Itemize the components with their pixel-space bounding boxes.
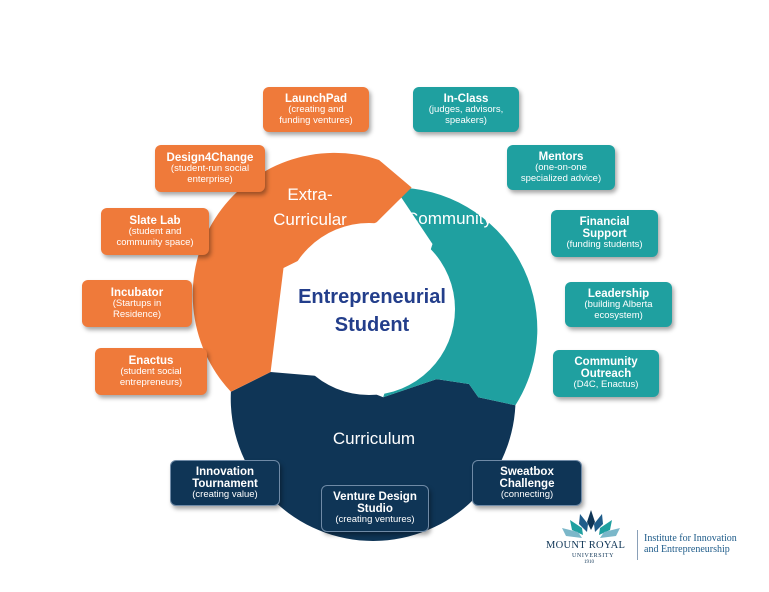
enactus-box: Enactus (student social entrepreneurs)	[95, 348, 207, 395]
extra-curricular-segment	[192, 152, 412, 392]
box-subtitle: (student and community space)	[116, 226, 194, 248]
sweatbox-challenge-box: Sweatbox Challenge (connecting)	[472, 460, 582, 506]
community-outreach-box: Community Outreach (D4C, Enactus)	[553, 350, 659, 397]
mount-royal-logo: MOUNT ROYAL UNIVERSITY 1910 Institute fo…	[544, 508, 759, 568]
box-title: Innovation Tournament	[192, 465, 258, 490]
center-title-line2: Student	[335, 314, 410, 336]
center-circle	[283, 223, 455, 395]
logo-mark-icon	[562, 510, 620, 538]
box-title: Mentors	[538, 151, 584, 163]
in-class-box: In-Class (judges, advisors, speakers)	[413, 87, 519, 132]
logo-sub: UNIVERSITY	[572, 553, 614, 559]
box-title: LaunchPad	[285, 93, 347, 105]
center-title-line1: Entrepreneurial	[298, 286, 446, 308]
box-subtitle: (Startups in Residence)	[112, 298, 162, 320]
mentors-box: Mentors (one-on-one specialized advice)	[507, 145, 615, 190]
logo-divider	[637, 530, 638, 560]
innovation-tournament-box: Innovation Tournament (creating value)	[170, 460, 280, 506]
logo-name: MOUNT ROYAL	[546, 540, 626, 551]
box-title: Sweatbox Challenge	[499, 465, 555, 490]
box-subtitle: (student social entrepreneurs)	[119, 366, 183, 388]
box-subtitle: (creating ventures)	[335, 514, 415, 526]
institute-line1: Institute for Innovation	[644, 533, 737, 544]
ring-label-curriculum: Curriculum	[333, 429, 415, 448]
box-title: Leadership	[587, 288, 650, 300]
financial-support-box: Financial Support (funding students)	[551, 210, 658, 257]
ring-label-extra-curricular-2: Curricular	[273, 210, 347, 229]
box-subtitle: (funding students)	[566, 239, 643, 251]
box-title: Enactus	[128, 355, 174, 367]
launchpad-box: LaunchPad (creating and funding ventures…	[263, 87, 369, 132]
box-title: Incubator	[110, 287, 164, 299]
slate-lab-box: Slate Lab (student and community space)	[101, 208, 209, 255]
institute-line2: and Entrepreneurship	[644, 544, 730, 555]
box-subtitle: (building Alberta ecosystem)	[584, 299, 653, 321]
box-subtitle: (creating value)	[192, 488, 258, 500]
ring-label-extra-curricular-1: Extra-	[287, 185, 332, 204]
box-subtitle: (judges, advisors, speakers)	[428, 104, 504, 126]
box-subtitle: (creating and funding ventures)	[279, 104, 353, 126]
design4change-box: Design4Change (student-run social enterp…	[155, 145, 265, 192]
incubator-box: Incubator (Startups in Residence)	[82, 280, 192, 327]
box-title: Slate Lab	[129, 215, 181, 227]
curriculum-segment	[230, 372, 516, 541]
box-subtitle: (one-on-one specialized advice)	[520, 162, 602, 184]
logo-year: 1910	[584, 560, 594, 565]
box-title: Design4Change	[166, 152, 254, 164]
leadership-box: Leadership (building Alberta ecosystem)	[565, 282, 672, 327]
venture-design-studio-box: Venture Design Studio (creating ventures…	[321, 485, 429, 532]
box-title: In-Class	[443, 93, 489, 105]
ring-label-community: Community	[406, 209, 492, 228]
box-subtitle: (connecting)	[500, 488, 554, 500]
box-title: Community Outreach	[574, 356, 638, 381]
institute-name: Institute for Innovation and Entrepreneu…	[644, 533, 737, 555]
box-title: Venture Design Studio	[333, 491, 417, 516]
box-subtitle: (D4C, Enactus)	[573, 379, 639, 391]
box-subtitle: (student-run social enterprise)	[170, 163, 250, 185]
box-title: Financial Support	[579, 216, 630, 241]
